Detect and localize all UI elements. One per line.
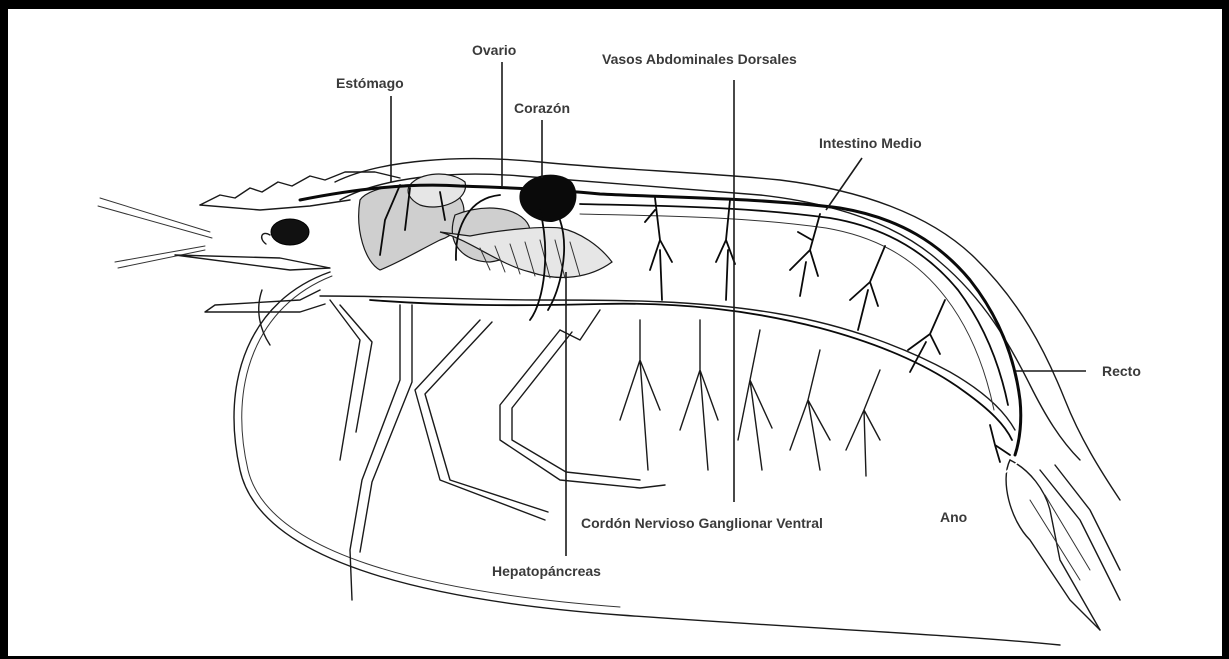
- label-ano: Ano: [940, 509, 967, 525]
- label-hepatopancreas: Hepatopáncreas: [492, 563, 601, 579]
- label-recto: Recto: [1102, 363, 1141, 379]
- label-vasos-abdominales-dorsales: Vasos Abdominales Dorsales: [602, 51, 797, 67]
- eye: [262, 219, 309, 245]
- label-cordon-nervioso: Cordón Nervioso Ganglionar Ventral: [581, 515, 823, 531]
- tail-fan: [1006, 460, 1120, 630]
- label-corazon: Corazón: [514, 100, 570, 116]
- walking-legs: [330, 300, 665, 600]
- pleopods: [620, 320, 880, 476]
- label-intestino-medio: Intestino Medio: [819, 135, 922, 151]
- leader-lines: [391, 62, 1086, 556]
- heart: [519, 175, 576, 222]
- ventral-nerve-cord: [370, 300, 1012, 440]
- label-estomago: Estómago: [336, 75, 404, 91]
- label-ovario: Ovario: [472, 42, 516, 58]
